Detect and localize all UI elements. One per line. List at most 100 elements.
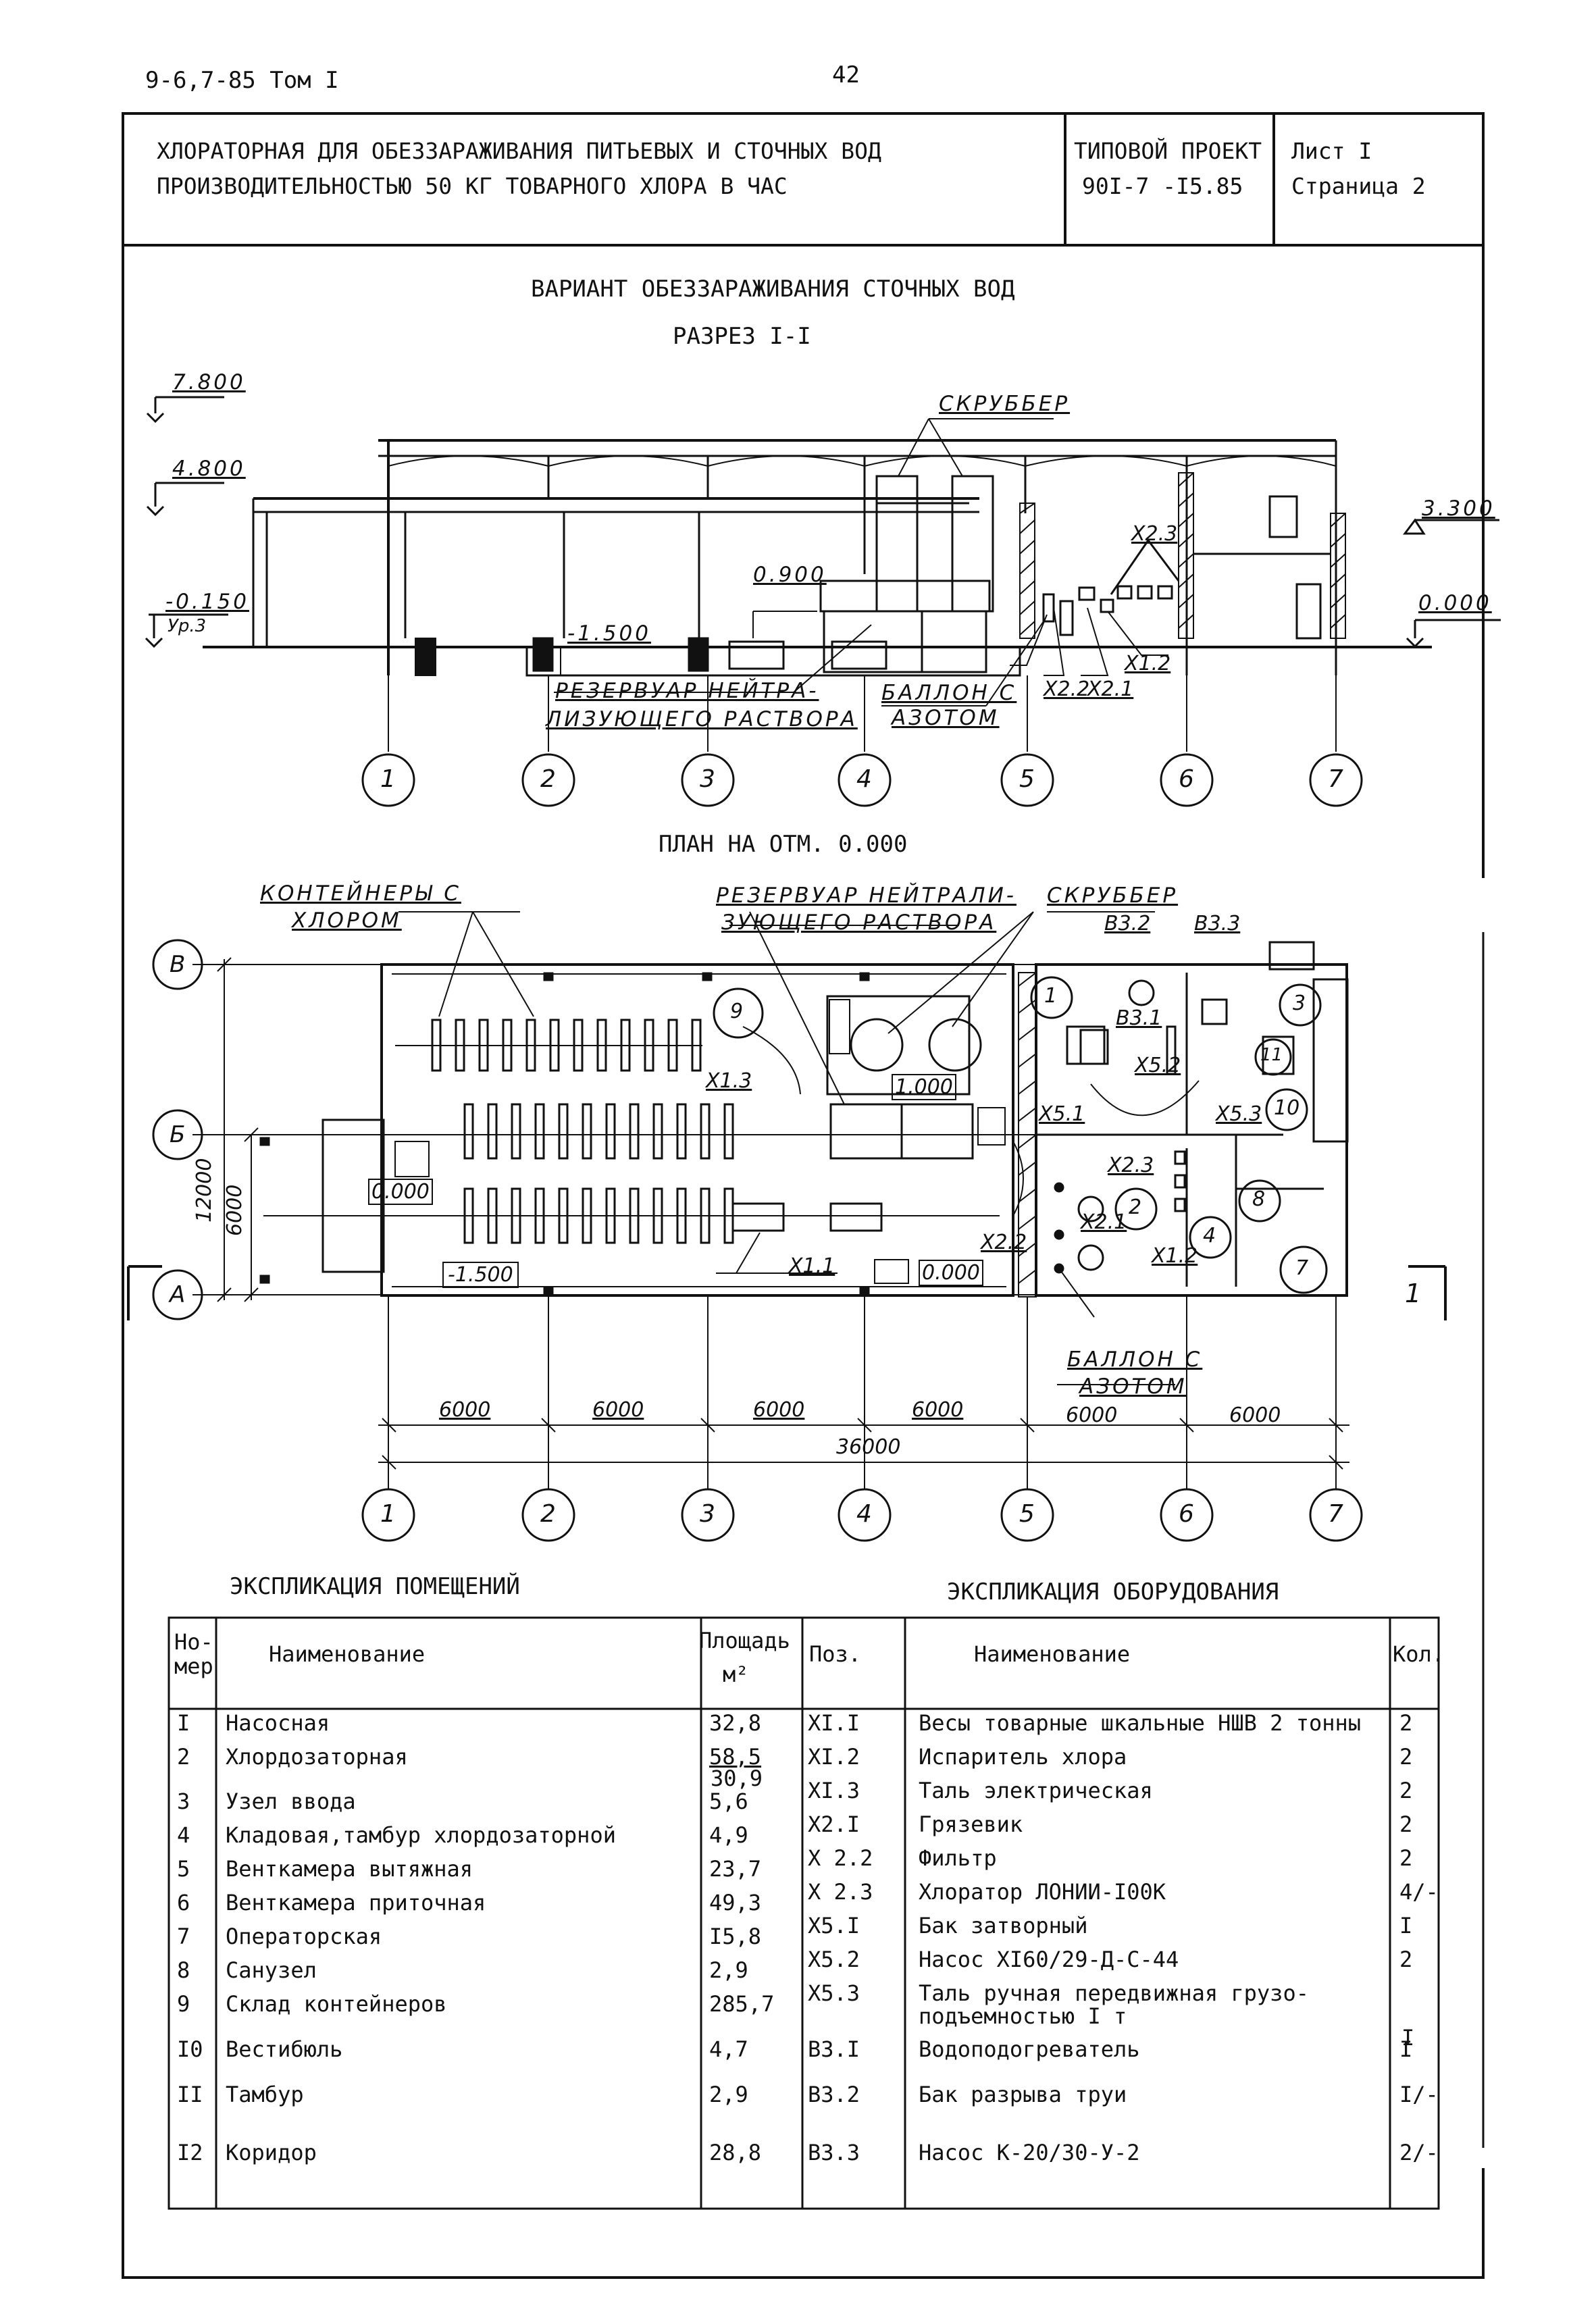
room-row-area: 23,7 (709, 1856, 762, 1882)
row-axis-b: Б (170, 1121, 186, 1148)
chlorine-containers (431, 1019, 734, 1244)
room-row-area: 4,9 (709, 1822, 748, 1848)
section-axis-bubble-2 (521, 753, 575, 807)
equipment-row-qty: 2 (1399, 1845, 1413, 1871)
elev-3300-marker (1403, 518, 1499, 535)
room-row-number: 3 (177, 1789, 190, 1814)
plan-axis-bubble-3 (681, 1488, 735, 1542)
section-drawing (145, 396, 1501, 807)
room-row-name: Венткамера вытяжная (226, 1856, 473, 1882)
plan-dim-top-5: 6000 (1066, 1404, 1118, 1427)
room-row-number: 7 (177, 1924, 190, 1949)
plan-scrubber-label: СКРУББЕР (1047, 883, 1179, 908)
elev-0900: 0.900 (753, 563, 827, 587)
plan-axis-bubble-1 (361, 1488, 415, 1542)
title-line-2: ПРОИЗВОДИТЕЛЬНОСТЬЮ 50 КГ ТОВАРНОГО ХЛОР… (157, 173, 788, 199)
section-x12: Х1.2 (1125, 652, 1171, 675)
equipment-row-qty: I (1399, 2036, 1413, 2062)
plan-axis-3: 3 (700, 1500, 715, 1528)
section-axis-4: 4 (856, 765, 872, 793)
equipment-row-name: Насос XI60/29-Д-С-44 (919, 1947, 1179, 1972)
room-8: 8 (1252, 1187, 1266, 1211)
room-row-name: Склад контейнеров (226, 1991, 447, 2017)
equipment-row-qty: 2/- (1399, 2140, 1439, 2165)
equipment-row-position: X 2.2 (808, 1845, 873, 1871)
equipment-row-qty: I (1399, 1913, 1413, 1938)
equipment-row-position: В3.3 (808, 2140, 860, 2165)
plan-x13: Х1.3 (706, 1069, 752, 1093)
section-axis-5: 5 (1019, 765, 1035, 793)
room-row-name: Узел ввода (226, 1789, 356, 1814)
room-row-number: 9 (177, 1991, 190, 2017)
room-row-name: Насосная (226, 1710, 330, 1736)
equipment-row-position: X5.I (808, 1913, 860, 1938)
equipment-row-name: Фильтр (919, 1845, 997, 1871)
room-9: 9 (730, 1000, 744, 1023)
plan-mark-0000-right: 0.000 (919, 1260, 983, 1286)
equipment-row-name: Испаритель хлора (919, 1744, 1127, 1770)
plan-axis-6: 6 (1179, 1500, 1194, 1528)
plan-axis-bubble-4 (838, 1488, 892, 1542)
equipment-row-name: Бак разрыва труи (919, 2082, 1127, 2107)
plan-b31: В3.1 (1116, 1006, 1162, 1030)
room-row-area: 285,7 (709, 1991, 775, 2017)
plan-mark-0000-left: 0.000 (368, 1179, 433, 1205)
row-axis-v: В (170, 951, 186, 978)
page-label: Страница 2 (1291, 173, 1426, 199)
elev-0150-marker (145, 613, 228, 648)
eq-col-qty: Кол. (1393, 1641, 1445, 1667)
project-number: 90I-7 -I5.85 (1082, 173, 1243, 199)
elev-4800: 4.800 (172, 457, 246, 481)
equipment-row-position: X2.I (808, 1811, 860, 1837)
plan-dim-top-6: 6000 (1229, 1404, 1281, 1427)
section-tank-label-2: ЛИЗУЮЩЕГО РАСТВОРА (546, 707, 858, 731)
elev-0150: -0.150 (165, 590, 249, 614)
section-scrubber-label: СКРУББЕР (939, 392, 1071, 416)
room-row-area-secondary: 30,9 (711, 1766, 763, 1791)
row-axis-bubble-v (152, 939, 203, 990)
plan-b33: В3.3 (1194, 912, 1241, 935)
room-row-area: 58,5 (709, 1744, 762, 1770)
sheet-frame-left-bottom (122, 113, 1485, 2279)
equipment-row-name: Водоподогреватель (919, 2036, 1140, 2062)
equipment-row-name-cont: подъемностью I т (919, 2003, 1127, 2029)
plan-axis-bubble-5 (1000, 1488, 1054, 1542)
section-axis-1: 1 (380, 765, 396, 793)
room-row-number: I2 (177, 2140, 203, 2165)
plan-cylinder-label-1: БАЛЛОН С (1067, 1347, 1203, 1372)
room-row-number: 4 (177, 1822, 190, 1848)
section-axis-bubble-1 (361, 753, 415, 807)
section-tank-label-1: РЕЗЕРВУАР НЕЙТРА- (555, 679, 819, 703)
elev-0000: 0.000 (1418, 591, 1492, 615)
plan-axis-1: 1 (380, 1500, 396, 1528)
section-axis-6: 6 (1179, 765, 1194, 793)
room-row-area: I5,8 (709, 1924, 762, 1949)
room-4: 4 (1203, 1224, 1216, 1248)
equipment-row-position: X 2.3 (808, 1879, 873, 1905)
plan-axis-bubble-2 (521, 1488, 575, 1542)
section-axis-bubble-6 (1160, 753, 1214, 807)
room-row-name: Санузел (226, 1957, 317, 1983)
tables-grid (168, 1616, 1440, 2210)
room-row-area: 28,8 (709, 2140, 762, 2165)
room-row-area: 2,9 (709, 1957, 748, 1983)
equipment-row-name: Насос К-20/30-У-2 (919, 2140, 1140, 2165)
equipment-row-position: X5.2 (808, 1947, 860, 1972)
plan-dim-top-2: 6000 (592, 1398, 644, 1422)
rooms-col-num-2: мер (174, 1653, 213, 1679)
plan-x22: Х2.2 (981, 1231, 1027, 1254)
plan-axis-4: 4 (856, 1500, 872, 1528)
page-number: 42 (832, 61, 860, 88)
plan-mark-1500: -1.500 (442, 1262, 519, 1288)
elev-0150-note: Ур.3 (168, 616, 207, 636)
plan-x51: Х5.1 (1039, 1102, 1085, 1126)
equipment-row-qty: 2 (1399, 1947, 1413, 1972)
room-row-name: Кладовая,тамбур хлордозаторной (226, 1822, 616, 1848)
project-label: ТИПОВОЙ ПРОЕКТ (1074, 138, 1262, 164)
plan-axis-7: 7 (1328, 1500, 1343, 1528)
row-axis-bubble-b (152, 1109, 203, 1160)
plan-mark-1000: 1.000 (892, 1074, 956, 1100)
room-row-name: Тамбур (226, 2082, 304, 2107)
equipment-row-qty: 2 (1399, 1710, 1413, 1736)
row-axis-a: А (170, 1281, 186, 1308)
